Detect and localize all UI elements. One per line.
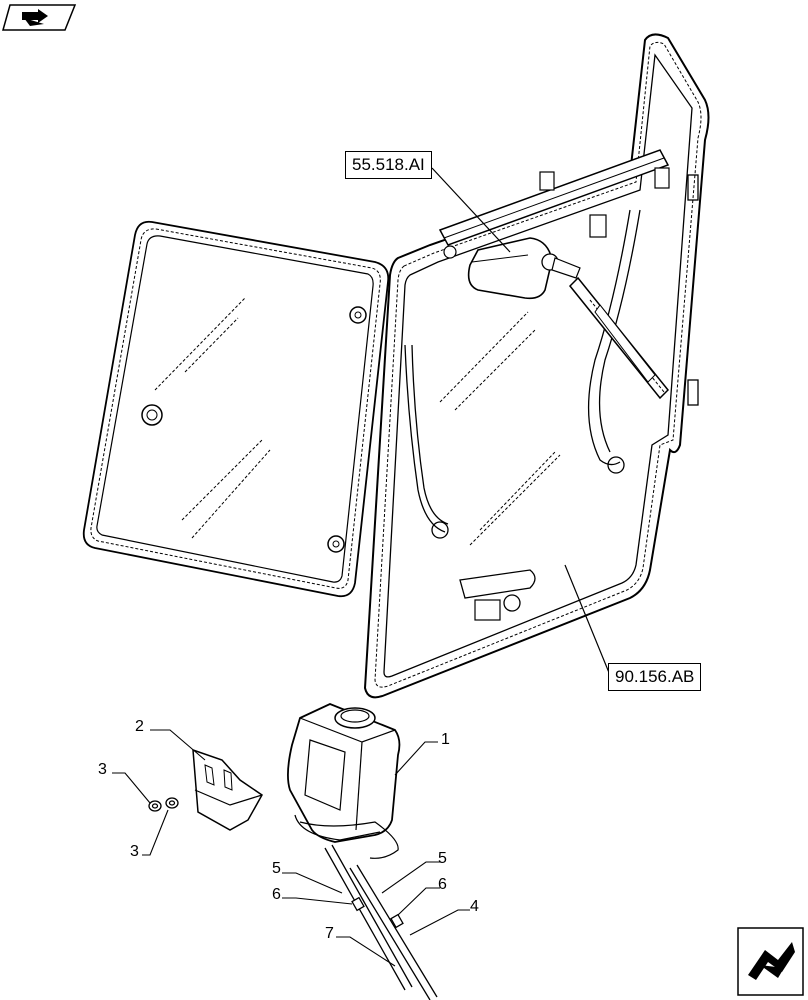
wiper-arm: [568, 276, 670, 400]
wiper-motor-reference-label[interactable]: 55.518.AI: [345, 151, 432, 179]
callout-leaders: [112, 729, 470, 967]
callout-nut-lower: 3: [130, 843, 139, 860]
side-window-glass: [82, 220, 390, 598]
door-frame: [363, 33, 710, 699]
callout-bracket: 2: [135, 718, 144, 735]
callout-hose-right-upper: 5: [438, 850, 447, 867]
previous-page-arrow-icon[interactable]: [2, 4, 77, 31]
washer-hoses: [324, 844, 438, 1000]
next-page-arrow-icon[interactable]: [737, 927, 804, 996]
callout-hose-right: 4: [470, 898, 479, 915]
washer-reservoir: [287, 703, 401, 859]
callout-connector-left: 6: [272, 886, 281, 903]
wiper-motor: [467, 237, 581, 300]
callout-reservoir: 1: [441, 731, 450, 748]
nuts: [148, 797, 179, 812]
door-reference-label[interactable]: 90.156.AB: [608, 663, 702, 691]
frame-fittings: [443, 167, 670, 259]
callout-hose-left: 7: [325, 925, 334, 942]
callout-nut-upper: 3: [98, 761, 107, 778]
reservoir-bracket: [192, 748, 263, 831]
callout-connector-right: 6: [438, 876, 447, 893]
callout-hose-left-upper: 5: [272, 860, 281, 877]
